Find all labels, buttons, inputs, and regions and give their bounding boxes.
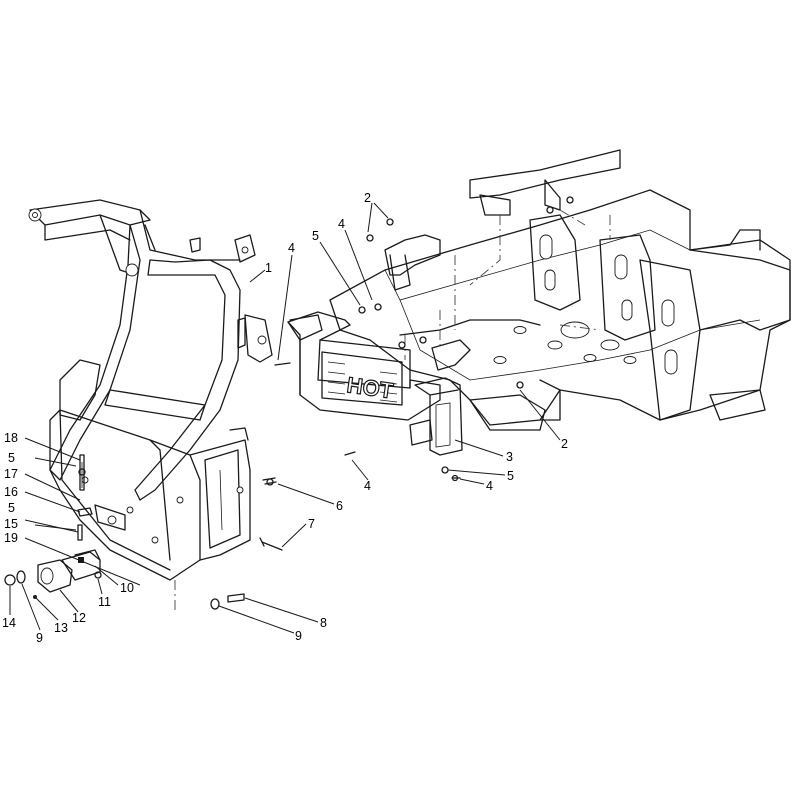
nut-14 — [4, 574, 16, 586]
callout-3: 3 — [506, 450, 513, 464]
callout-5-left-lower: 5 — [8, 501, 15, 515]
heat-shield: HOT — [287, 311, 471, 456]
callout-6: 6 — [336, 499, 343, 513]
callout-11: 11 — [98, 595, 111, 609]
washer-9 — [16, 570, 26, 584]
callout-16: 16 — [4, 485, 18, 499]
callout-9-right: 9 — [295, 629, 302, 643]
hardware — [4, 196, 574, 610]
callout-10: 10 — [120, 581, 134, 595]
rops-frame — [28, 199, 273, 501]
callout-7: 7 — [308, 517, 315, 531]
leader-lines — [9, 202, 561, 634]
callout-5-top: 5 — [312, 229, 319, 243]
callout-18: 18 — [4, 431, 18, 445]
callout-14: 14 — [2, 616, 16, 630]
callout-12: 12 — [72, 611, 86, 625]
pivot-block-12 — [37, 559, 73, 593]
callout-4-bottom: 4 — [364, 479, 371, 493]
callout-8: 8 — [320, 616, 327, 630]
callout-4-left: 4 — [288, 241, 295, 255]
callout-1: 1 — [265, 261, 272, 275]
callout-2-right: 2 — [561, 437, 568, 451]
callouts: 1 2 2 3 4 4 4 4 5 5 5 5 6 7 8 9 9 10 11 … — [2, 191, 568, 645]
rops-mount-bracket — [49, 359, 251, 610]
main-frame — [329, 149, 791, 431]
hot-decal: HOT — [345, 372, 395, 403]
callout-2-top: 2 — [364, 191, 371, 205]
callout-17: 17 — [4, 467, 18, 481]
callout-13: 13 — [54, 621, 68, 635]
callout-5-left-upper: 5 — [8, 451, 15, 465]
callout-4-top: 4 — [338, 217, 345, 231]
callout-5-right: 5 — [507, 469, 514, 483]
callout-9-left: 9 — [36, 631, 43, 645]
bracket-10 — [61, 551, 101, 581]
callout-15: 15 — [4, 517, 18, 531]
callout-19: 19 — [4, 531, 18, 545]
callout-4-right: 4 — [486, 479, 493, 493]
